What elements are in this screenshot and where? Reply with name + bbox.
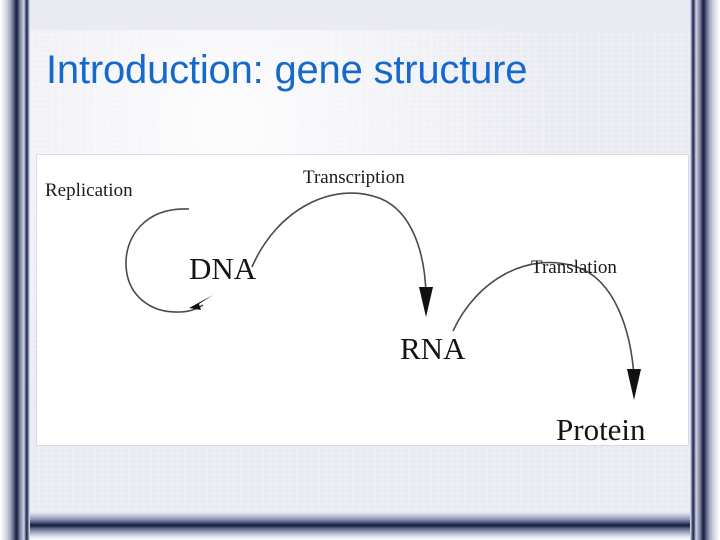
slide-frame-right: [690, 0, 720, 540]
rna-node-label: RNA: [400, 331, 466, 366]
replication-arrow-path: [125, 208, 204, 313]
translation-label: Translation: [531, 257, 617, 278]
translation-arrow-head: [627, 369, 641, 400]
translation-arrow-path: [452, 261, 635, 378]
transcription-arrow-head: [419, 287, 433, 317]
protein-node-label: Protein: [556, 412, 646, 445]
dna-node-label: DNA: [189, 251, 257, 286]
replication-arrow-head: [189, 295, 213, 310]
transcription-arrow-path: [251, 192, 427, 296]
central-dogma-diagram: Replication DNA Transcription RNA Transl…: [45, 167, 646, 445]
slide-title: Introduction: gene structure: [46, 48, 528, 92]
diagram-panel: Replication DNA Transcription RNA Transl…: [37, 155, 688, 445]
slide-frame-bottom: [0, 510, 720, 540]
replication-label: Replication: [45, 180, 133, 201]
slide-frame-left: [0, 0, 30, 540]
transcription-label: Transcription: [303, 167, 405, 188]
slide-frame-top: [0, 0, 720, 30]
